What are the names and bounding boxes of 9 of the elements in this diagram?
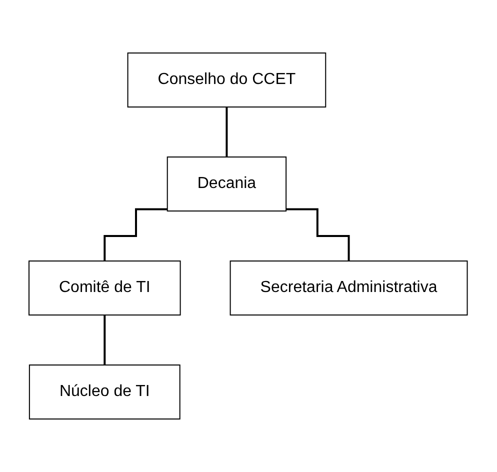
node-box: Núcleo de TI — [29, 364, 181, 420]
node-box: Conselho do CCET — [128, 52, 326, 108]
connector — [104, 208, 168, 262]
node-box: Secretaria Administrativa — [230, 260, 468, 316]
node-box: Comitê de TI — [28, 260, 182, 316]
node-box: Decania — [167, 156, 287, 212]
connector — [286, 208, 350, 262]
connector — [104, 314, 106, 366]
connector — [226, 106, 228, 158]
